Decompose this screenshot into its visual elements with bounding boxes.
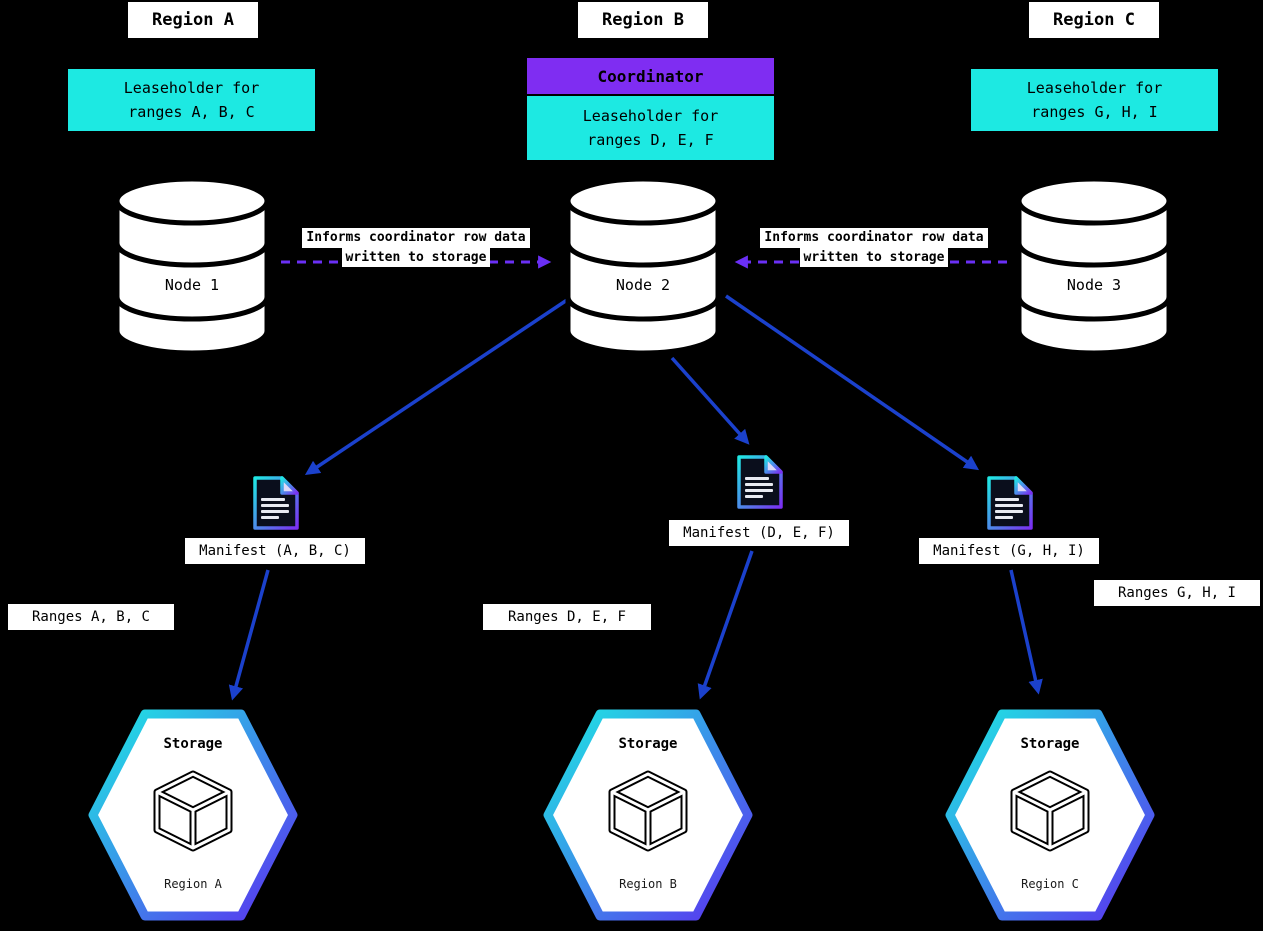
leaseholder-b-line1: Leaseholder for	[582, 107, 719, 125]
node-3-label: Node 3	[1066, 276, 1122, 294]
informs-label-right-line1: Informs coordinator row data	[760, 228, 988, 248]
storage-region-label: Region A	[164, 877, 222, 891]
leaseholder-c-line1: Leaseholder for	[1026, 79, 1163, 97]
storage-region-label: Region B	[619, 877, 677, 891]
node-1-label: Node 1	[164, 276, 220, 294]
region-c-title: Region C	[1029, 2, 1159, 38]
coordinator-badge: Coordinator	[527, 58, 774, 94]
manifest-a-to-storage-arrow	[228, 569, 270, 701]
manifest-b-to-storage-arrow	[697, 550, 754, 700]
informs-label-left: Informs coordinator row data written to …	[287, 228, 545, 267]
node-3: Node 3	[1014, 176, 1174, 356]
storage-region-label: Region C	[1021, 877, 1079, 891]
leaseholder-badge-c: Leaseholder for ranges G, H, I	[971, 69, 1218, 131]
storage-title: Storage	[1020, 736, 1080, 752]
informs-label-right: Informs coordinator row data written to …	[745, 228, 1003, 267]
storage-title: Storage	[163, 736, 223, 752]
leaseholder-b-line2: ranges D, E, F	[587, 131, 714, 149]
informs-label-left-line1: Informs coordinator row data	[302, 228, 530, 248]
manifest-a-label: Manifest (A, B, C)	[185, 538, 365, 564]
informs-label-right-line2: written to storage	[799, 247, 949, 267]
ranges-label-c: Ranges G, H, I	[1094, 580, 1260, 606]
ranges-label-a: Ranges A, B, C	[8, 604, 174, 630]
manifest-b-label: Manifest (D, E, F)	[669, 520, 849, 546]
document-icon	[737, 455, 783, 509]
database-cylinder-icon	[114, 176, 270, 356]
leaseholder-a-line1: Leaseholder for	[123, 79, 260, 97]
leaseholder-badge-a: Leaseholder for ranges A, B, C	[68, 69, 315, 131]
node-2-label: Node 2	[615, 276, 671, 294]
leaseholder-c-line2: ranges G, H, I	[1031, 103, 1158, 121]
manifest-b-icon	[734, 453, 786, 511]
storage-hexagon-a: Storage Region A	[88, 709, 298, 921]
node2-to-manifest-b-arrow	[670, 356, 750, 445]
node2-to-manifest-c-arrow	[725, 294, 980, 471]
manifest-c-label: Manifest (G, H, I)	[919, 538, 1099, 564]
database-cylinder-icon	[1016, 176, 1172, 356]
database-cylinder-icon	[565, 176, 721, 356]
storage-title: Storage	[618, 736, 678, 752]
node2-to-manifest-a-arrow	[304, 296, 571, 476]
ranges-label-b: Ranges D, E, F	[483, 604, 651, 630]
leaseholder-a-line2: ranges A, B, C	[128, 103, 255, 121]
cube-icon	[153, 770, 233, 852]
manifest-a-icon	[250, 474, 302, 532]
cube-icon	[608, 770, 688, 852]
node-1: Node 1	[112, 176, 272, 356]
informs-label-left-line2: written to storage	[341, 247, 491, 267]
leaseholder-badge-b: Leaseholder for ranges D, E, F	[527, 96, 774, 160]
region-b-title: Region B	[578, 2, 708, 38]
cube-icon	[1010, 770, 1090, 852]
manifest-c-to-storage-arrow	[1009, 569, 1043, 695]
region-a-title: Region A	[128, 2, 258, 38]
document-icon	[987, 476, 1033, 530]
storage-hexagon-b: Storage Region B	[543, 709, 753, 921]
manifest-c-icon	[984, 474, 1036, 532]
storage-hexagon-c: Storage Region C	[945, 709, 1155, 921]
node-2: Node 2	[563, 176, 723, 356]
document-icon	[253, 476, 299, 530]
